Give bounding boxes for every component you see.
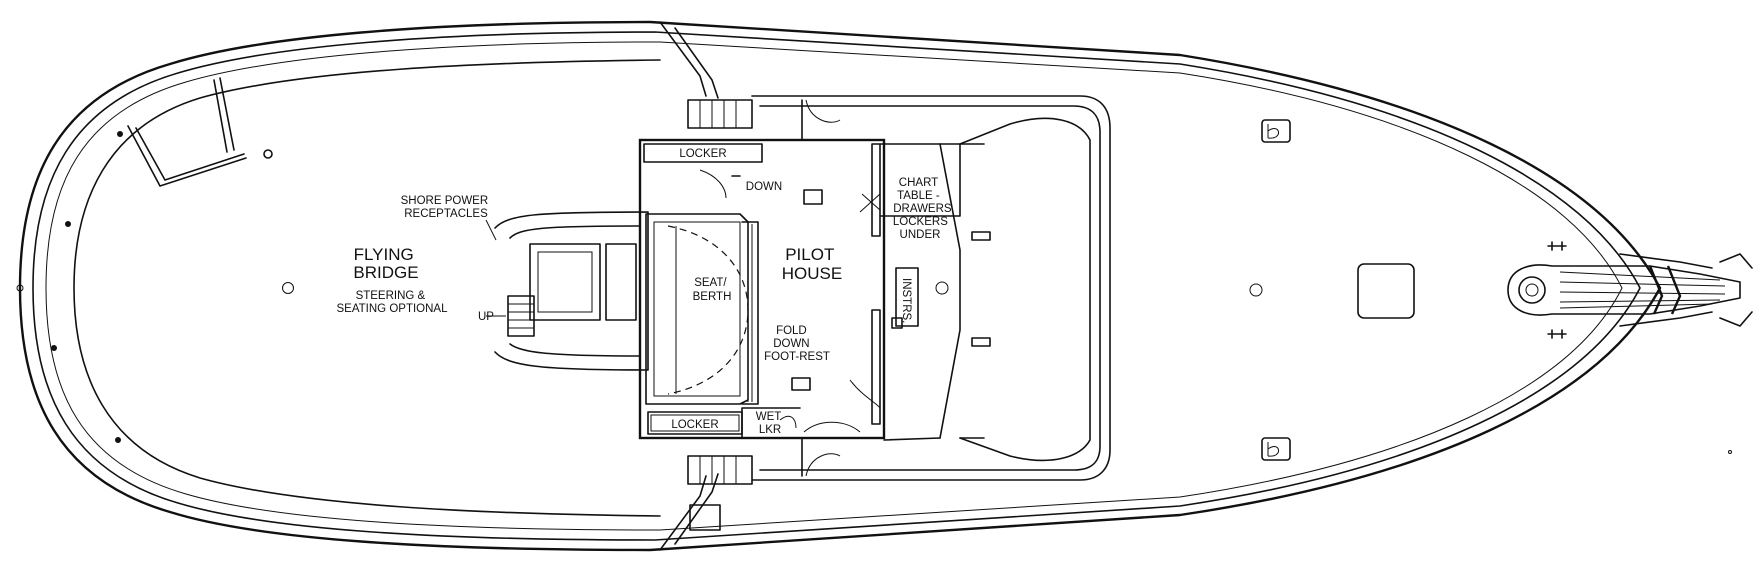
label-instrs: INSTRS. (900, 278, 912, 323)
label-locker-bottom: LOCKER (671, 419, 718, 431)
flying-bridge-area (16, 21, 753, 551)
label-locker-top: LOCKER (679, 148, 726, 160)
label-seat-berth: SEAT/ BERTH (693, 277, 732, 303)
foredeck (1249, 119, 1753, 461)
labels: SHORE POWER RECEPTACLES FLYING BRIDGE ST… (337, 148, 955, 436)
label-fold-down: FOLD DOWN FOOT-REST (764, 325, 830, 363)
label-up: UP (478, 311, 494, 323)
label-shore-power: SHORE POWER RECEPTACLES (401, 195, 492, 220)
cabin-top (751, 95, 1111, 481)
label-wet-locker: WET LKR (756, 411, 785, 436)
label-flying-bridge: FLYING BRIDGE (353, 245, 418, 282)
label-steering-seating: STEERING & SEATING OPTIONAL (337, 290, 449, 315)
label-chart-table: CHART TABLE - DRAWERS LOCKERS UNDER (893, 177, 955, 241)
label-down: DOWN (746, 181, 782, 193)
label-pilot-house: PILOT HOUSE (782, 245, 842, 283)
